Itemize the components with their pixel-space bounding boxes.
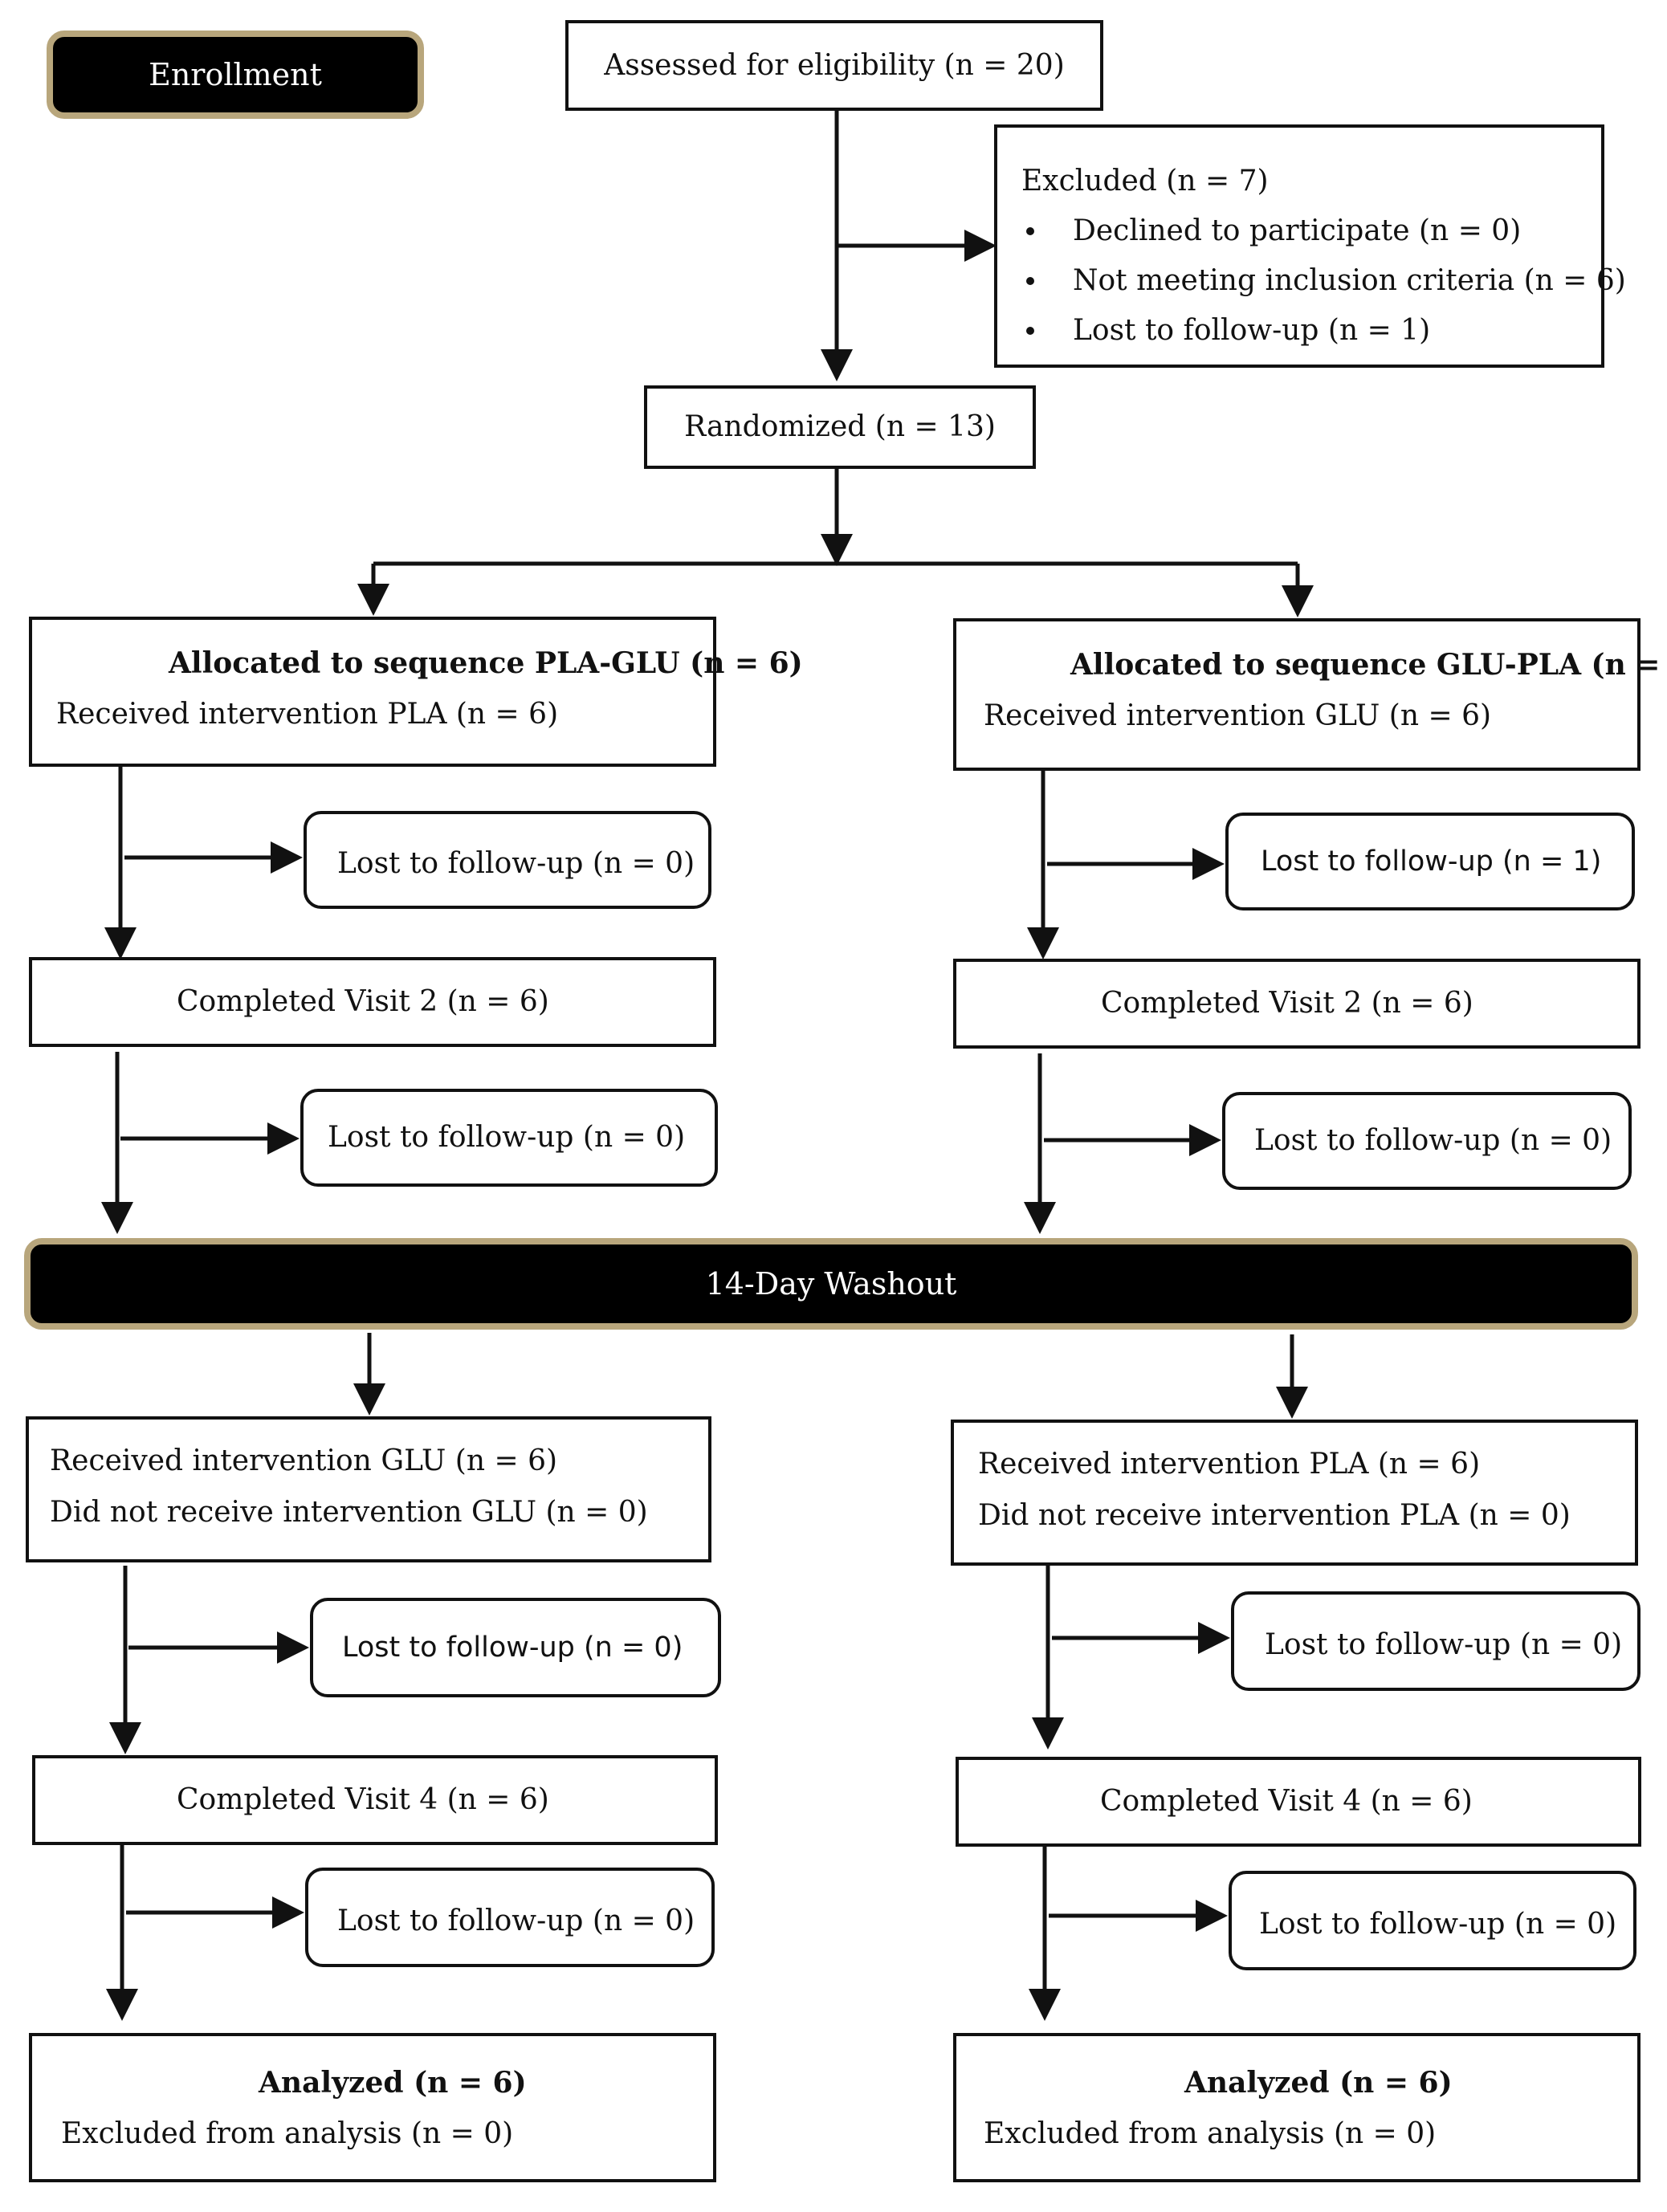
- randomized-text: Randomized (n = 13): [684, 410, 996, 443]
- right-allocated-box: Allocated to sequence GLU-PLA (n = 7) Re…: [953, 618, 1667, 771]
- left-lost-text-4: Lost to follow-up (n = 0): [337, 1904, 695, 1937]
- left-lost-box-4: Lost to follow-up (n = 0): [305, 1868, 715, 1967]
- excluded-item: Not meeting inclusion criteria (n = 6): [1021, 256, 1626, 306]
- right-visit4-box: Completed Visit 4 (n = 6): [956, 1757, 1641, 1847]
- right-allocated-title: Allocated to sequence GLU-PLA (n = 7): [1070, 648, 1667, 682]
- right-not-received2-text: Did not receive intervention PLA (n = 0): [978, 1499, 1571, 1532]
- left-visit4-box: Completed Visit 4 (n = 6): [32, 1755, 718, 1845]
- washout-text: 14-Day Washout: [705, 1266, 957, 1302]
- enrollment-label: Enrollment: [47, 31, 424, 119]
- left-received2-text: Received intervention GLU (n = 6): [50, 1444, 558, 1477]
- assessed-box: Assessed for eligibility (n = 20): [565, 20, 1103, 111]
- left-lost-box-1: Lost to follow-up (n = 0): [304, 811, 711, 909]
- left-excluded-analysis-text: Excluded from analysis (n = 0): [61, 2117, 514, 2150]
- right-received2-text: Received intervention PLA (n = 6): [978, 1448, 1481, 1481]
- right-lost-box-3: Lost to follow-up (n = 0): [1231, 1591, 1641, 1691]
- left-visit2-box: Completed Visit 2 (n = 6): [29, 957, 716, 1047]
- excluded-item: Lost to follow-up (n = 1): [1021, 306, 1601, 356]
- right-lost-text-4: Lost to follow-up (n = 0): [1259, 1908, 1617, 1941]
- excluded-list: Declined to participate (n = 0) Not meet…: [1021, 206, 1626, 356]
- right-visit4-text: Completed Visit 4 (n = 6): [1100, 1785, 1473, 1818]
- enrollment-text: Enrollment: [149, 57, 322, 92]
- left-received-text: Received intervention PLA (n = 6): [56, 698, 559, 731]
- right-lost-text-2: Lost to follow-up (n = 0): [1254, 1124, 1612, 1157]
- right-lost-text-1: Lost to follow-up (n = 1): [1261, 845, 1602, 878]
- assessed-text: Assessed for eligibility (n = 20): [604, 48, 1065, 82]
- left-lost-box-2: Lost to follow-up (n = 0): [300, 1089, 718, 1187]
- left-lost-text-3: Lost to follow-up (n = 0): [342, 1631, 683, 1664]
- left-lost-box-3: Lost to follow-up (n = 0): [310, 1598, 721, 1697]
- right-lost-box-1: Lost to follow-up (n = 1): [1225, 813, 1635, 910]
- left-visit2-text: Completed Visit 2 (n = 6): [177, 985, 549, 1018]
- right-analyzed-title: Analyzed (n = 6): [1184, 2066, 1453, 2100]
- left-second-intervention-box: Received intervention GLU (n = 6) Did no…: [26, 1416, 711, 1562]
- left-analyzed-title: Analyzed (n = 6): [259, 2066, 527, 2100]
- left-lost-text-1: Lost to follow-up (n = 0): [337, 847, 695, 880]
- right-analyzed-box: Analyzed (n = 6) Excluded from analysis …: [953, 2033, 1641, 2182]
- right-lost-text-3: Lost to follow-up (n = 0): [1265, 1628, 1623, 1661]
- left-visit4-text: Completed Visit 4 (n = 6): [177, 1783, 549, 1816]
- right-visit2-box: Completed Visit 2 (n = 6): [953, 959, 1641, 1049]
- left-allocated-box: Allocated to sequence PLA-GLU (n = 6) Re…: [29, 617, 803, 767]
- excluded-title: Excluded (n = 7): [1021, 165, 1269, 198]
- right-lost-box-4: Lost to follow-up (n = 0): [1229, 1871, 1636, 1970]
- right-second-intervention-box: Received intervention PLA (n = 6) Did no…: [951, 1420, 1638, 1566]
- right-lost-box-2: Lost to follow-up (n = 0): [1222, 1092, 1632, 1190]
- excluded-item: Declined to participate (n = 0): [1021, 206, 1601, 256]
- excluded-box: Excluded (n = 7) Declined to participate…: [994, 124, 1626, 368]
- left-analyzed-box: Analyzed (n = 6) Excluded from analysis …: [29, 2033, 716, 2182]
- right-visit2-text: Completed Visit 2 (n = 6): [1101, 987, 1473, 1020]
- right-received-text: Received intervention GLU (n = 6): [984, 699, 1492, 732]
- washout-label: 14-Day Washout: [24, 1238, 1638, 1330]
- right-excluded-analysis-text: Excluded from analysis (n = 0): [984, 2117, 1437, 2150]
- left-lost-text-2: Lost to follow-up (n = 0): [328, 1121, 686, 1154]
- randomized-box: Randomized (n = 13): [644, 385, 1036, 469]
- left-not-received2-text: Did not receive intervention GLU (n = 0): [50, 1496, 648, 1529]
- left-allocated-title: Allocated to sequence PLA-GLU (n = 6): [169, 646, 803, 680]
